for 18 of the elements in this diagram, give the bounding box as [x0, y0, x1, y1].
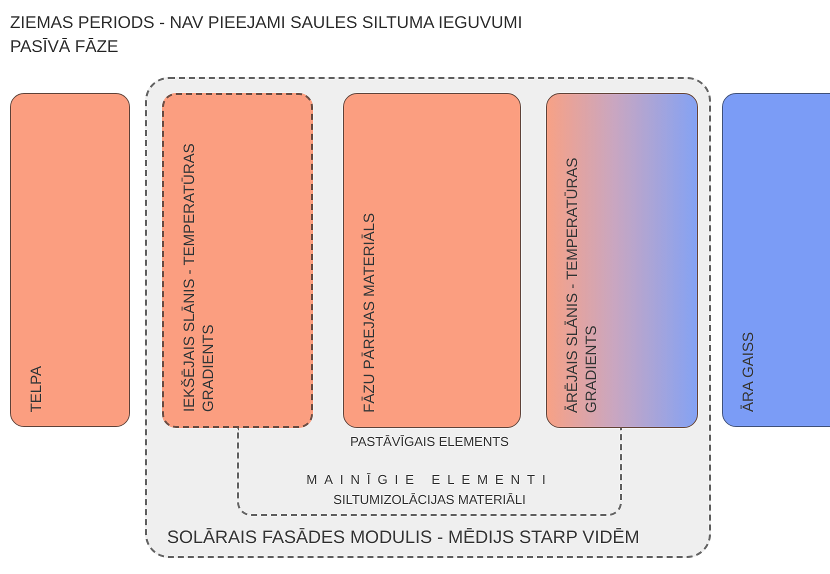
element-label: MAINĪGIE ELEMENTI — [305, 472, 554, 487]
vertical-label: IEKŠĒJAIS SLĀNIS - TEMPERATŪRAS GRADIENTS — [180, 142, 218, 412]
module-frame — [145, 77, 711, 558]
phase-label: PASĪVĀ FĀZE — [10, 37, 118, 57]
element-label: PASTĀVĪGAIS ELEMENTS — [349, 434, 510, 449]
gradient-layer-box — [546, 93, 698, 428]
layer-box — [343, 93, 521, 428]
module-label: SOLĀRAIS FASĀDES MODULIS - MĒDIJS STARP VIDĒM — [167, 527, 640, 548]
layer-box — [162, 93, 313, 428]
room-box — [10, 93, 130, 427]
vertical-label: FĀZU PĀREJAS MATERIĀLS — [360, 213, 379, 413]
outdoor-air-box — [722, 93, 830, 427]
dashed-bracket-frame — [237, 428, 622, 516]
vertical-label: TELPA — [27, 366, 46, 412]
diagram-title: ZIEMAS PERIODS - NAV PIEEJAMI SAULES SILTUMA IEGUVUMI — [10, 13, 522, 33]
element-label: SILTUMIZOLĀCIJAS MATERIĀLI — [332, 492, 527, 507]
vertical-label: ĀRĒJAIS SLĀNIS - TEMPERATŪRAS GRADIENTS — [563, 156, 601, 413]
vertical-label: ĀRA GAISS — [739, 332, 758, 412]
